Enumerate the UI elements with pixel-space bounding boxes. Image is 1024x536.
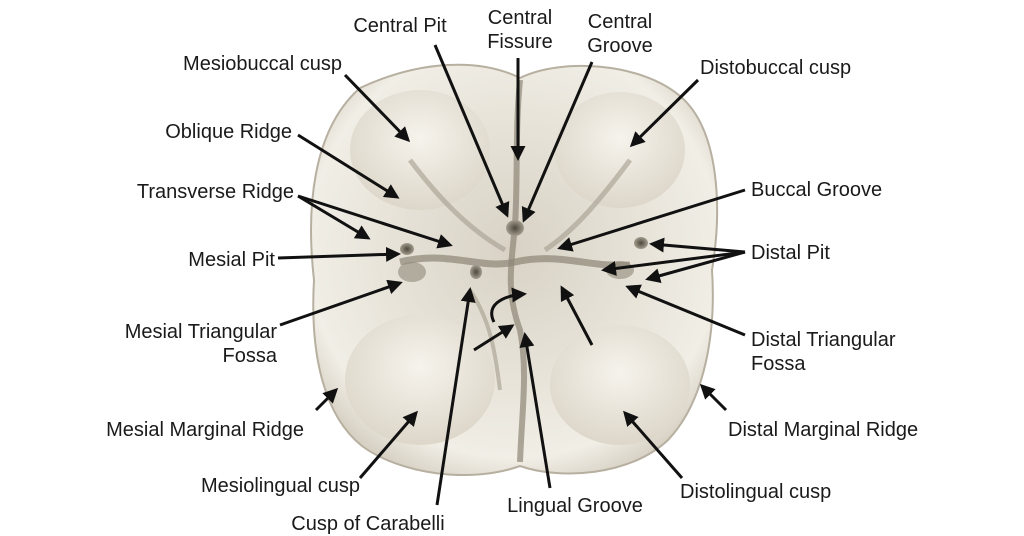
carabelli-pit-shape: [470, 265, 482, 279]
label-mesial-marginal-ridge: Mesial Marginal Ridge: [106, 419, 304, 441]
label-distobuccal-cusp: Distobuccal cusp: [700, 57, 851, 79]
label-buccal-groove: Buccal Groove: [751, 179, 882, 201]
distobuccal-cusp-arrow: [629, 78, 700, 148]
label-central-pit: Central Pit: [353, 15, 447, 37]
label-central-groove-line2: Groove: [587, 35, 653, 57]
central-pit-arrow: [433, 44, 510, 218]
label-mesial-triangular-fossa-line2: Fossa: [223, 345, 278, 367]
label-distal-marginal-ridge: Distal Marginal Ridge: [728, 419, 918, 441]
distolingual-groove-arrow: [560, 285, 594, 346]
label-mesial-triangular-fossa-line1: Mesial Triangular: [125, 321, 278, 343]
label-central-fissure-line2: Fissure: [487, 31, 553, 53]
transverse-ridge-arrow-2: [297, 194, 453, 249]
label-mesial-pit: Mesial Pit: [188, 249, 275, 271]
label-oblique-ridge: Oblique Ridge: [165, 121, 292, 143]
mesiolingual-cusp-shape: [345, 315, 495, 445]
cusp-of-carabelli-arrow: [435, 287, 476, 506]
distal-pit-arrow-3: [645, 250, 746, 284]
label-lingual-groove: Lingual Groove: [507, 495, 643, 517]
pointer-arrows: [277, 44, 746, 506]
label-cusp-of-carabelli: Cusp of Carabelli: [291, 513, 444, 535]
distal-marginal-ridge-arrow: [699, 383, 728, 412]
distobuccal-cusp-shape: [555, 92, 685, 208]
mesial-fossa-shape: [398, 262, 426, 282]
central-pit-shape: [506, 220, 524, 236]
mesiolingual-cusp-arrow: [358, 410, 418, 479]
mesial-pit-shape: [400, 243, 414, 255]
label-central-fissure-line1: Central: [488, 7, 552, 29]
label-transverse-ridge: Transverse Ridge: [137, 181, 294, 203]
label-central-groove-line1: Central: [588, 11, 652, 33]
tooth-crown: [310, 63, 719, 477]
lingual-groove-arrow: [519, 332, 552, 489]
lingual-fissure-arrow: [473, 324, 515, 352]
mesiobuccal-cusp-arrow: [343, 73, 411, 143]
central-groove-arrow: [521, 61, 594, 223]
label-distal-triangular-fossa-line2: Fossa: [751, 353, 806, 375]
buccal-groove-arrow: [557, 188, 746, 252]
distolingual-cusp-arrow: [623, 410, 684, 479]
distolingual-cusp-shape: [550, 325, 690, 445]
mesial-pit-arrow: [277, 246, 401, 262]
mesiobuccal-cusp-shape: [350, 90, 490, 210]
oblique-ridge-arrow: [297, 133, 400, 199]
diagram-labels: Central Pit Central Fissure Central Groo…: [106, 7, 918, 535]
label-mesiolingual-cusp: Mesiolingual cusp: [201, 475, 360, 497]
distal-triangular-fossa-arrow: [625, 284, 746, 337]
transverse-groove-line: [399, 254, 631, 269]
distal-pit-arrow-1: [649, 237, 746, 254]
distal-pit-arrow-2: [601, 250, 746, 276]
distal-oblique-groove-arrow: [490, 287, 527, 323]
label-distolingual-cusp: Distolingual cusp: [680, 481, 831, 503]
label-distal-triangular-fossa-line1: Distal Triangular: [751, 329, 896, 351]
transverse-ridge-arrow-1: [297, 194, 371, 240]
label-mesiobuccal-cusp: Mesiobuccal cusp: [183, 53, 342, 75]
distal-pit-shape: [634, 237, 648, 249]
mesial-marginal-ridge-arrow: [314, 387, 339, 412]
mesial-triangular-fossa-arrow: [279, 279, 403, 327]
label-distal-pit: Distal Pit: [751, 242, 830, 264]
